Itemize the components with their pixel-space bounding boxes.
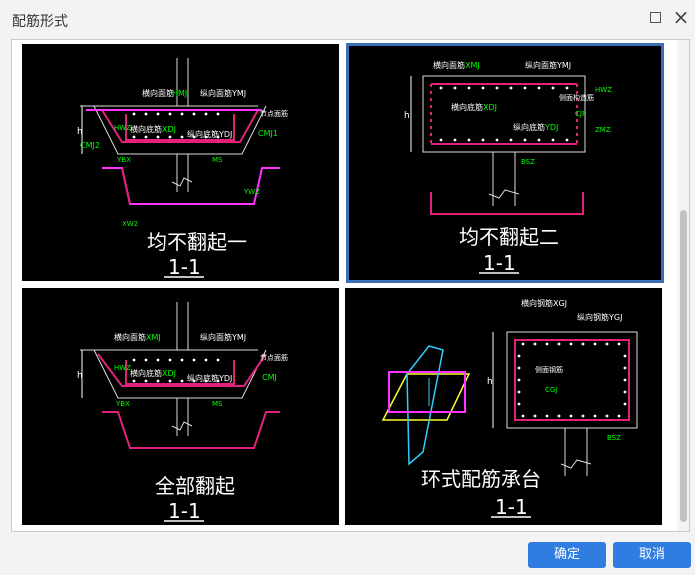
svg-text:纵向面筋YMJ: 纵向面筋YMJ bbox=[200, 332, 246, 342]
svg-text:XMJ: XMJ bbox=[146, 333, 161, 342]
svg-text:XDJ: XDJ bbox=[483, 103, 497, 112]
svg-text:均不翻起一: 均不翻起一 bbox=[147, 230, 247, 254]
drawing-option-1: h 横向面筋 HMJ 纵向面筋YMJ 横向底筋 XDJ 纵向底筋YDJ CMJ1… bbox=[77, 58, 288, 279]
svg-text:h: h bbox=[77, 371, 83, 381]
svg-text:1-1: 1-1 bbox=[168, 255, 201, 279]
svg-text:XW2: XW2 bbox=[122, 220, 138, 228]
svg-text:CMJ: CMJ bbox=[262, 373, 277, 382]
svg-text:横向面筋: 横向面筋 bbox=[114, 332, 146, 342]
svg-text:节点面筋: 节点面筋 bbox=[260, 353, 288, 362]
svg-text:纵向面筋YMJ: 纵向面筋YMJ bbox=[525, 60, 571, 70]
maximize-icon[interactable] bbox=[650, 12, 661, 23]
svg-text:XDJ: XDJ bbox=[162, 369, 176, 378]
option-tile-3[interactable]: h 横向面筋 XMJ 纵向面筋YMJ 横向底筋 XDJ 纵向底筋YDJ CMJ … bbox=[22, 288, 339, 525]
scrollbar-thumb[interactable] bbox=[680, 210, 687, 522]
svg-text:1-1: 1-1 bbox=[495, 495, 528, 519]
cancel-button[interactable]: 取消 bbox=[613, 542, 691, 568]
vertical-scrollbar[interactable] bbox=[677, 40, 689, 531]
svg-text:BSZ: BSZ bbox=[607, 434, 621, 442]
svg-text:HWZ: HWZ bbox=[114, 364, 131, 372]
svg-text:纵向面筋YMJ: 纵向面筋YMJ bbox=[200, 88, 246, 98]
options-panel: h 横向面筋 HMJ 纵向面筋YMJ 横向底筋 XDJ 纵向底筋YDJ CMJ1… bbox=[11, 39, 690, 532]
svg-text:横向底筋: 横向底筋 bbox=[130, 124, 162, 134]
svg-text:YBX: YBX bbox=[115, 400, 130, 408]
svg-text:环式配筋承台: 环式配筋承台 bbox=[421, 467, 541, 491]
svg-text:XMJ: XMJ bbox=[465, 61, 480, 70]
svg-text:横向底筋: 横向底筋 bbox=[130, 368, 162, 378]
svg-text:侧面构造筋: 侧面构造筋 bbox=[559, 93, 594, 102]
svg-text:侧面钢筋: 侧面钢筋 bbox=[535, 365, 563, 374]
option-tile-4[interactable]: h 横向钢筋XGJ 纵向钢筋YGJ 侧面钢筋 CGJ BSZ 环式配筋承台 1-… bbox=[345, 288, 662, 525]
option-tile-1[interactable]: h 横向面筋 HMJ 纵向面筋YMJ 横向底筋 XDJ 纵向底筋YDJ CMJ1… bbox=[22, 44, 339, 281]
svg-text:YWZ: YWZ bbox=[243, 188, 260, 196]
svg-text:1-1: 1-1 bbox=[168, 499, 201, 523]
svg-text:HMJ: HMJ bbox=[172, 89, 187, 98]
drawing-option-3: h 横向面筋 XMJ 纵向面筋YMJ 横向底筋 XDJ 纵向底筋YDJ CMJ … bbox=[77, 302, 288, 523]
svg-text:横向钢筋XGJ: 横向钢筋XGJ bbox=[521, 298, 567, 308]
svg-text:横向底筋: 横向底筋 bbox=[451, 102, 483, 112]
svg-text:CMJ1: CMJ1 bbox=[258, 129, 278, 138]
title-bar: 配筋形式 × bbox=[0, 0, 695, 38]
svg-text:纵向底筋: 纵向底筋 bbox=[513, 122, 545, 132]
svg-text:h: h bbox=[487, 377, 493, 387]
ok-button[interactable]: 确定 bbox=[528, 542, 606, 568]
svg-text:CGJ: CGJ bbox=[545, 386, 557, 394]
svg-text:HWZ: HWZ bbox=[595, 86, 612, 94]
svg-text:节点面筋: 节点面筋 bbox=[260, 109, 288, 118]
drawing-option-4: h 横向钢筋XGJ 纵向钢筋YGJ 侧面钢筋 CGJ BSZ 环式配筋承台 1-… bbox=[381, 298, 638, 519]
svg-text:横向面筋: 横向面筋 bbox=[142, 88, 174, 98]
svg-text:h: h bbox=[404, 111, 410, 121]
drawing-option-2: h 横向面筋 XMJ 纵向面筋YMJ 横向底筋 XDJ 纵向底筋 YDJ 侧面构… bbox=[404, 60, 612, 275]
close-icon[interactable]: × bbox=[672, 5, 690, 29]
svg-text:纵向底筋YDJ: 纵向底筋YDJ bbox=[187, 373, 232, 383]
svg-text:YBX: YBX bbox=[116, 156, 131, 164]
window-title: 配筋形式 bbox=[12, 14, 68, 30]
svg-text:均不翻起二: 均不翻起二 bbox=[459, 225, 559, 249]
svg-text:YDJ: YDJ bbox=[544, 123, 558, 132]
svg-text:HWZ: HWZ bbox=[114, 124, 131, 132]
svg-text:1-1: 1-1 bbox=[483, 251, 516, 275]
svg-text:纵向钢筋YGJ: 纵向钢筋YGJ bbox=[577, 312, 622, 322]
svg-text:CJP: CJP bbox=[575, 110, 586, 118]
svg-text:XDJ: XDJ bbox=[162, 125, 176, 134]
svg-text:横向面筋: 横向面筋 bbox=[433, 60, 465, 70]
svg-text:MS: MS bbox=[212, 400, 223, 408]
svg-text:CMJ2: CMJ2 bbox=[80, 141, 100, 150]
svg-text:h: h bbox=[77, 127, 83, 137]
svg-text:ZMZ: ZMZ bbox=[595, 126, 611, 134]
svg-text:MS: MS bbox=[212, 156, 223, 164]
svg-text:全部翻起: 全部翻起 bbox=[155, 474, 235, 498]
svg-text:纵向底筋YDJ: 纵向底筋YDJ bbox=[187, 129, 232, 139]
option-tile-2[interactable]: h 横向面筋 XMJ 纵向面筋YMJ 横向底筋 XDJ 纵向底筋 YDJ 侧面构… bbox=[346, 43, 664, 283]
svg-text:BSZ: BSZ bbox=[521, 158, 535, 166]
